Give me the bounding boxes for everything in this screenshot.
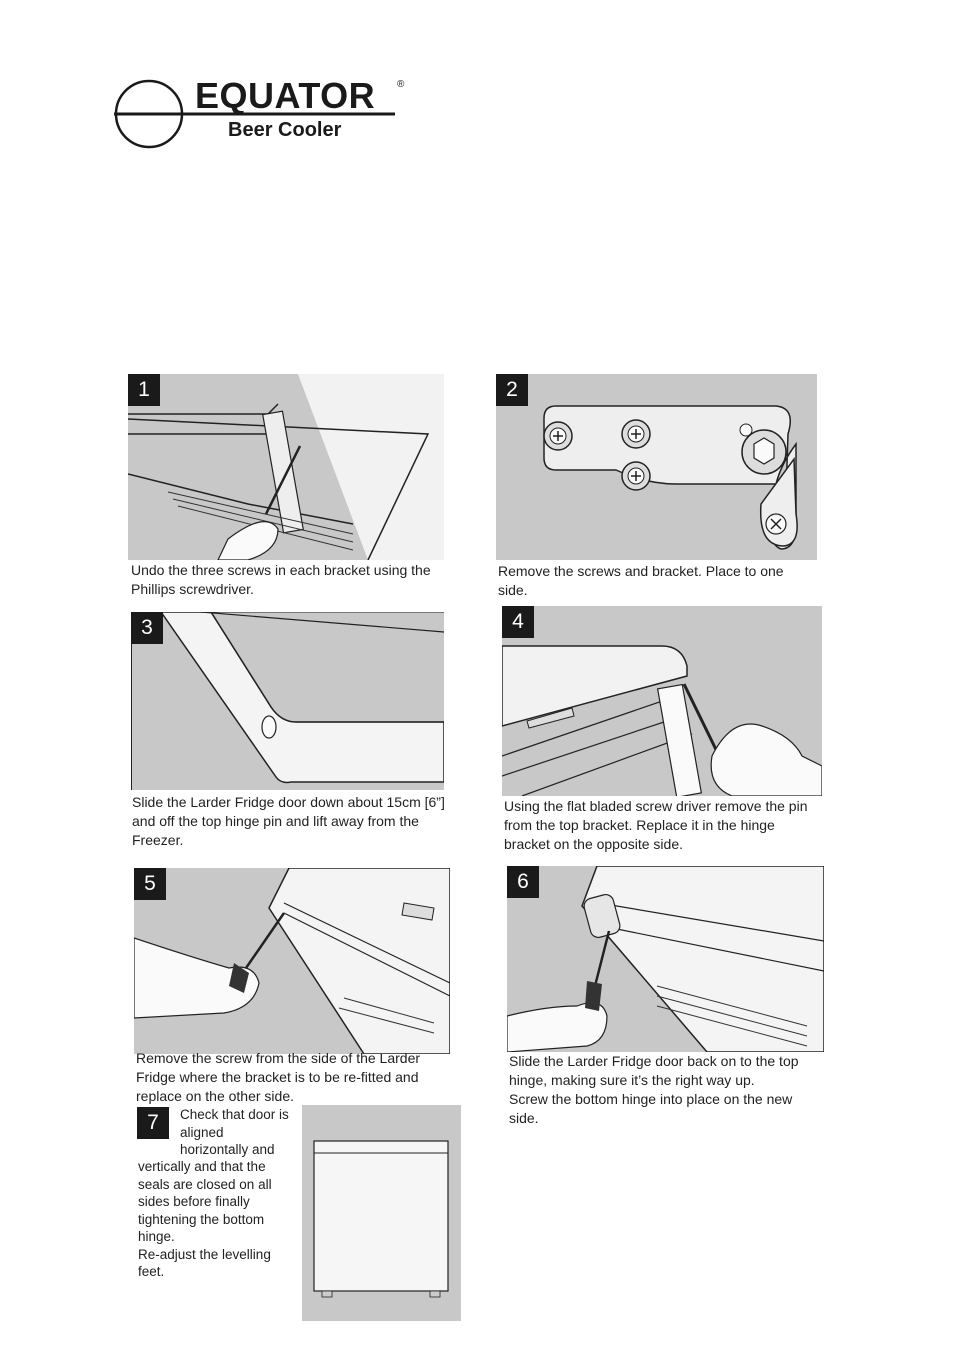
step-5-caption: Remove the screw from the side of the La… (136, 1050, 421, 1104)
step-6-caption: Slide the Larder Fridge door back on to … (509, 1053, 799, 1126)
step-5-number: 5 (134, 868, 166, 900)
step-1-number: 1 (128, 374, 160, 406)
step-7-caption-line-2: aligned (180, 1125, 224, 1140)
step-2-illustration: 2 (496, 374, 817, 560)
step-7-number: 7 (137, 1107, 169, 1139)
step-7-caption-line-7: tightening the bottom (138, 1212, 265, 1227)
step-7-caption-line-10: feet. (138, 1264, 165, 1279)
step-6-number: 6 (507, 866, 539, 898)
registered-mark: ® (397, 79, 405, 90)
step-4-number: 4 (502, 606, 534, 638)
brand-logo: EQUATOR ® Beer Cooler (112, 76, 412, 154)
step-4-illustration: 4 (502, 606, 822, 796)
step-3-caption: Slide the Larder Fridge door down about … (132, 794, 445, 848)
logo-circle-icon (114, 79, 395, 149)
step-7-caption-line-1: Check that door is (180, 1107, 289, 1122)
step-7-caption-line-5: seals are closed on all (138, 1177, 272, 1192)
step-1-illustration: 1 (128, 374, 444, 560)
step-7-caption-line-6: sides before finally (138, 1194, 250, 1209)
step-7-illustration (302, 1105, 461, 1321)
logo-brand-name: EQUATOR (195, 75, 376, 116)
step-7-caption-line-9: Re-adjust the levelling (138, 1247, 271, 1262)
step-7-caption-line-4: vertically and that the (138, 1159, 266, 1174)
step-7-caption-line-3: horizontally and (180, 1142, 275, 1157)
step-7-caption-line-8: hinge. (138, 1229, 175, 1244)
logo-subtitle: Beer Cooler (228, 119, 342, 141)
step-6-illustration: 6 (507, 866, 824, 1052)
step-1-caption: Undo the three screws in each bracket us… (131, 562, 431, 597)
step-5-illustration: 5 (134, 868, 450, 1054)
step-3-number: 3 (131, 612, 163, 644)
step-3-illustration: 3 (131, 612, 444, 790)
step-4-caption: Using the flat bladed screw driver remov… (504, 798, 808, 852)
step-2-caption: Remove the screws and bracket. Place to … (498, 563, 784, 598)
step-2-number: 2 (496, 374, 528, 406)
